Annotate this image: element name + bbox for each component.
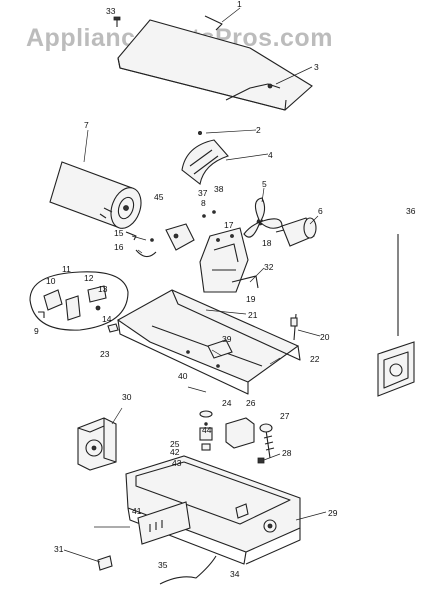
fuel-tank-base-part	[125, 455, 301, 565]
callout-13: 13	[98, 284, 108, 294]
pump-head-part	[165, 210, 216, 251]
callout-16: 16	[114, 242, 124, 252]
foot-part	[97, 555, 113, 571]
callout-25: 25	[170, 439, 180, 449]
callout-15: 15	[114, 228, 124, 238]
motor-part	[275, 217, 317, 247]
control-box-part	[225, 417, 255, 449]
screw-part	[113, 16, 121, 27]
callout-14: 14	[102, 314, 112, 324]
burner-tray-part	[116, 289, 301, 395]
callout-31: 31	[54, 544, 64, 554]
callout-6: 6	[318, 206, 323, 216]
callout-10: 10	[46, 276, 56, 286]
fastener-part	[197, 130, 202, 135]
callout-32: 32	[264, 262, 274, 272]
callout-19: 19	[246, 294, 256, 304]
callout-27: 27	[280, 411, 290, 421]
filter-part	[199, 410, 213, 451]
callout-17: 17	[224, 220, 234, 230]
callout-41: 41	[132, 506, 142, 516]
handle-part	[225, 83, 281, 101]
callout-21: 21	[248, 310, 258, 320]
control-subassembly-group	[29, 271, 129, 331]
callout-7: 7	[84, 120, 89, 130]
fan-blade-part	[243, 197, 283, 238]
motor-cylinder-part	[49, 161, 142, 229]
callout-44: 44	[202, 425, 212, 435]
callout-28: 28	[282, 448, 292, 458]
fitting-part	[257, 457, 265, 464]
callout-12: 12	[84, 273, 94, 283]
callout-3: 3	[314, 62, 319, 72]
callout-2: 2	[256, 125, 261, 135]
callout-36: 36	[406, 206, 416, 216]
side-panel-part	[377, 234, 415, 397]
nozzle-part	[125, 231, 157, 258]
callout-38: 38	[214, 184, 224, 194]
callout-18: 18	[262, 238, 272, 248]
callout-9: 9	[34, 326, 39, 336]
leader-lines	[63, 7, 327, 563]
top-cover-part	[117, 15, 313, 111]
fan-guard-part	[181, 139, 229, 185]
callout-4: 4	[268, 150, 273, 160]
callout-43: 43	[172, 458, 182, 468]
callout-20: 20	[320, 332, 330, 342]
igniter-part	[259, 423, 275, 459]
callout-23: 23	[100, 349, 110, 359]
callout-labels: 1 2 3 4 5 6 7 8 9 10 11 12 13 14 15 16 1…	[34, 0, 416, 579]
callout-5: 5	[262, 179, 267, 189]
callout-24: 24	[222, 398, 232, 408]
callout-42: 42	[170, 447, 180, 457]
callout-33: 33	[106, 6, 116, 16]
callout-26: 26	[246, 398, 256, 408]
rod-part	[290, 313, 298, 341]
callout-39: 39	[222, 334, 232, 344]
callout-34: 34	[230, 569, 240, 579]
fuel-gauge-part	[77, 417, 117, 471]
callout-40: 40	[178, 371, 188, 381]
small-bracket-part	[107, 323, 119, 333]
label-plate-part	[137, 501, 191, 545]
callout-45: 45	[154, 192, 164, 202]
callout-11: 11	[62, 264, 71, 274]
callout-30: 30	[122, 392, 132, 402]
callout-8: 8	[201, 198, 206, 208]
callout-37: 37	[198, 188, 208, 198]
callout-1: 1	[237, 0, 242, 9]
callout-29: 29	[328, 508, 338, 518]
callout-35: 35	[158, 560, 168, 570]
callout-22: 22	[310, 354, 320, 364]
wire-part	[159, 555, 217, 585]
